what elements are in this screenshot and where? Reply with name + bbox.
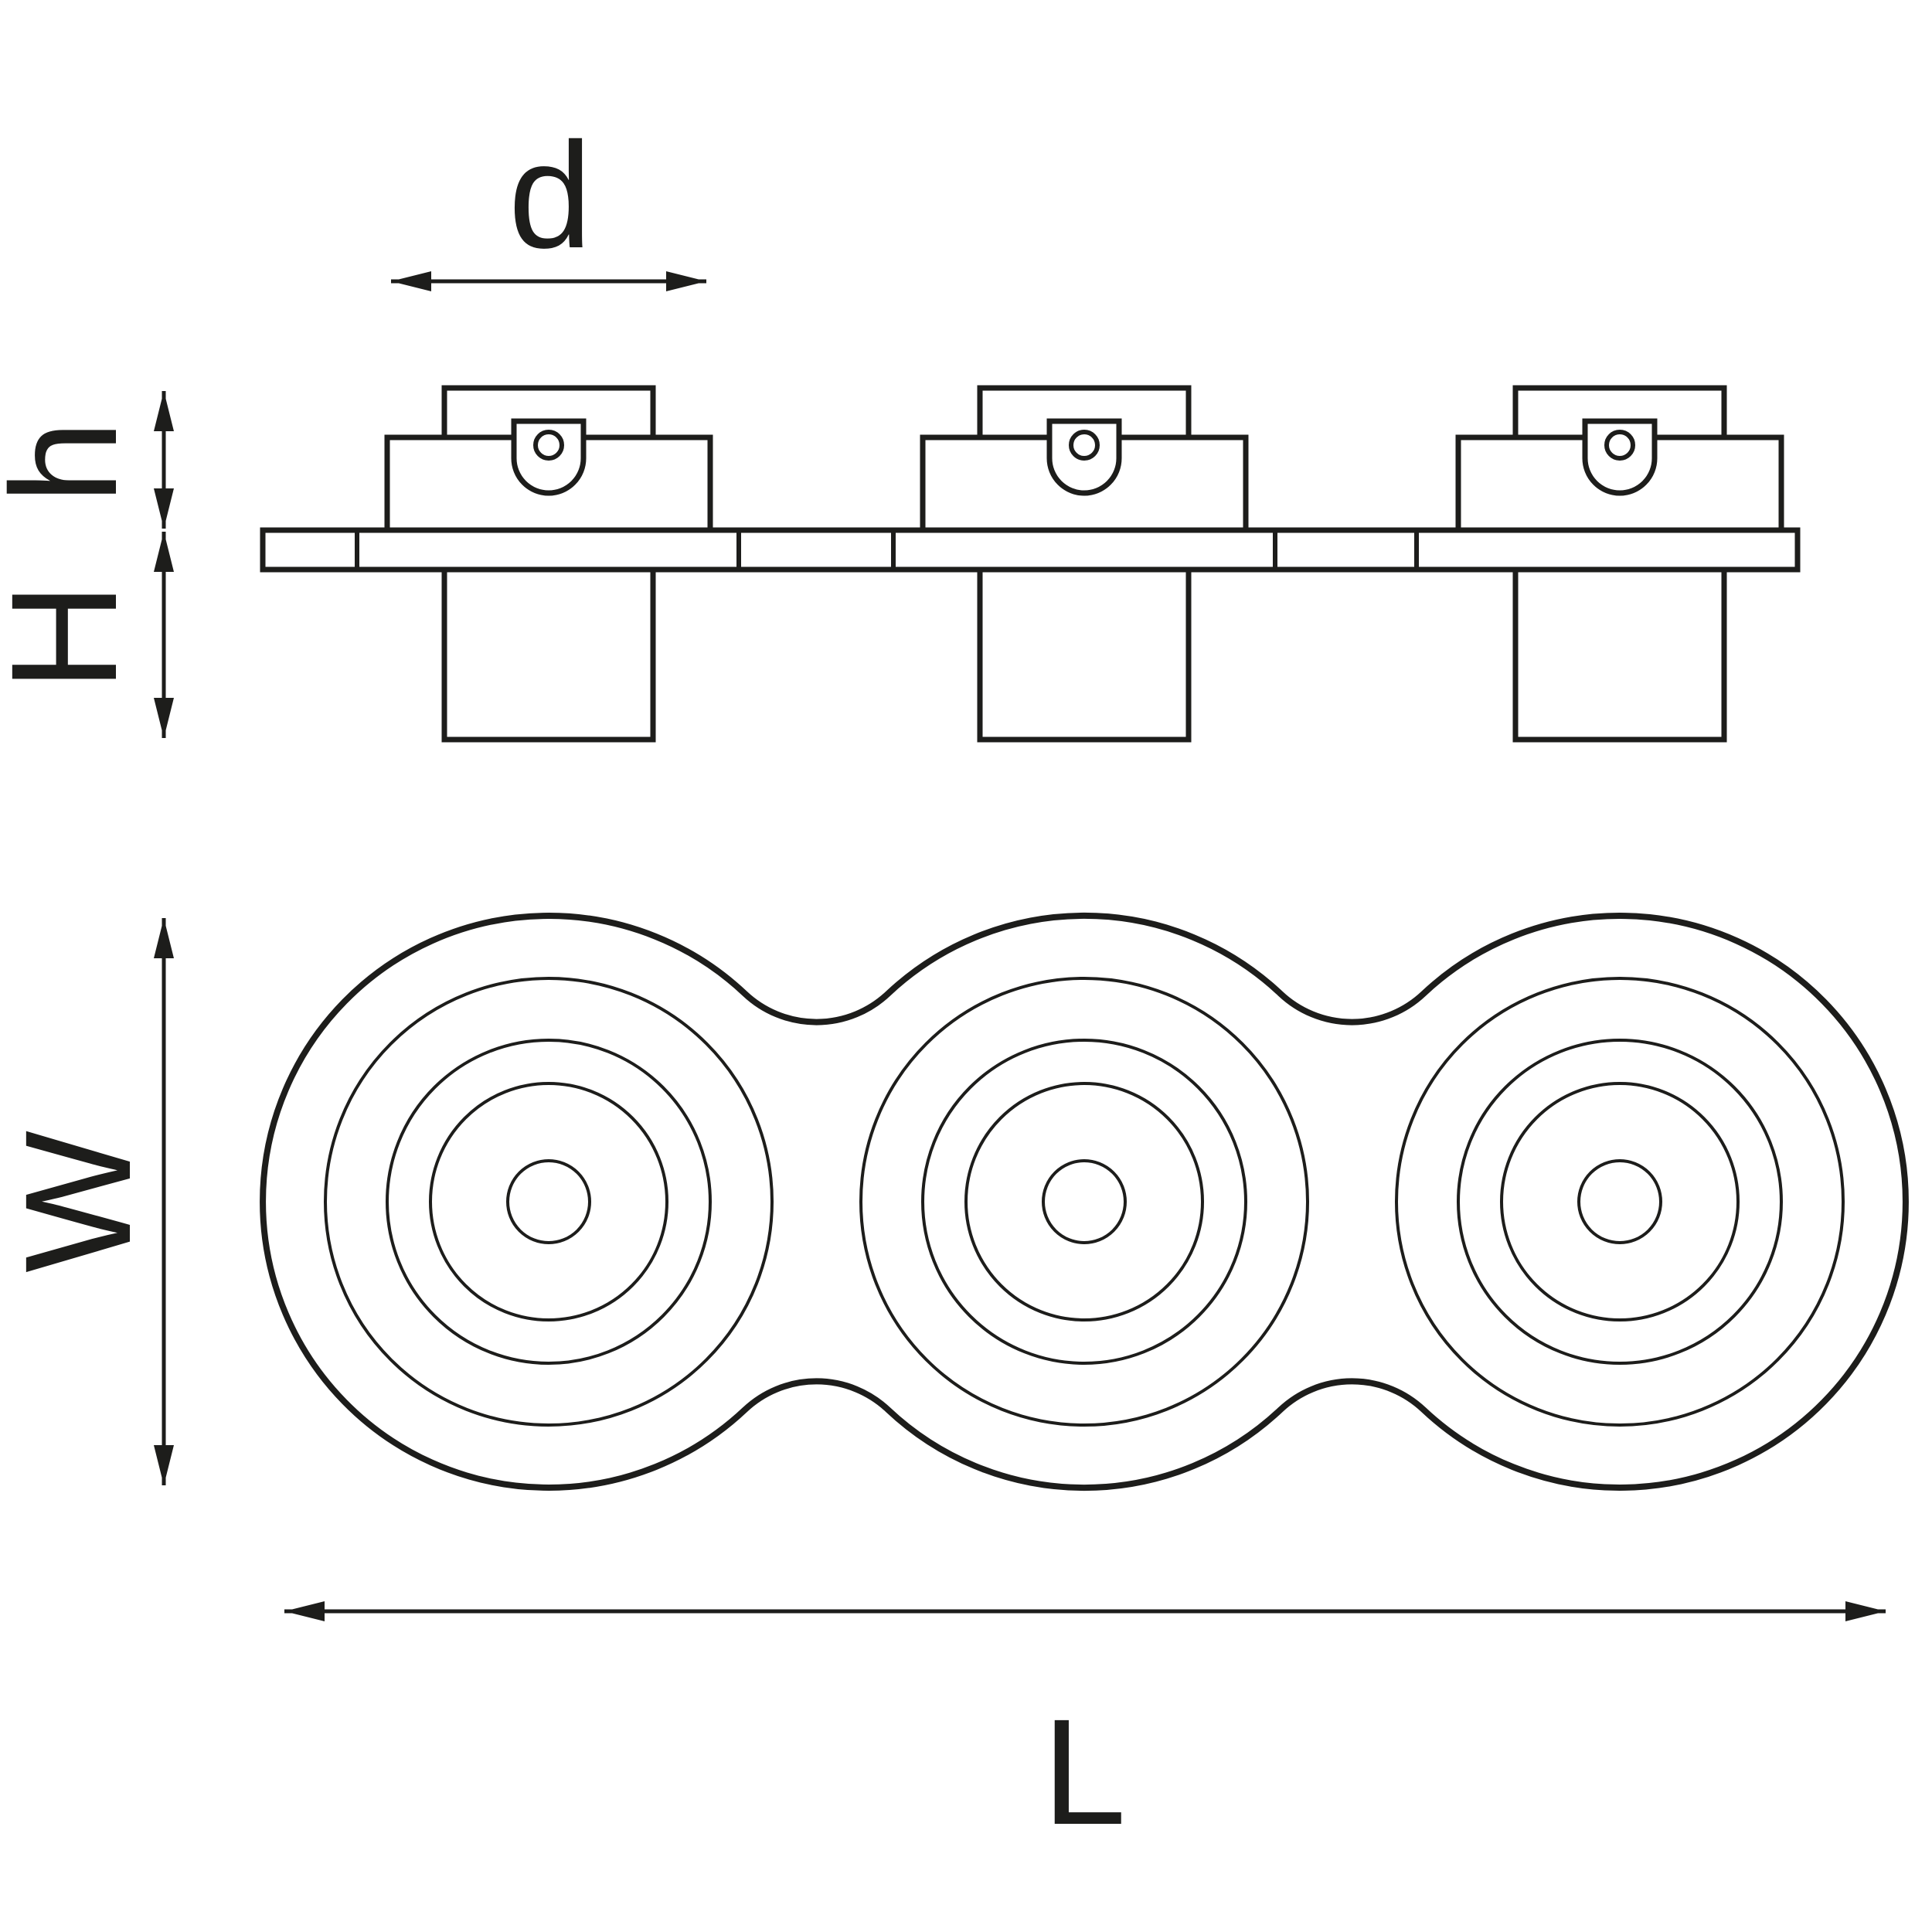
tab-hole xyxy=(1604,430,1635,461)
plan-lamp-center xyxy=(1042,1159,1127,1244)
spot-unit-side-3 xyxy=(1455,385,1784,533)
dimension-label-H: H xyxy=(0,583,148,692)
plan-ring-3 xyxy=(964,1082,1204,1321)
tab-hole xyxy=(533,430,564,461)
dimension-label-d: d xyxy=(509,111,592,280)
tab-hole xyxy=(1069,430,1100,461)
dimension-H: H xyxy=(0,532,174,738)
dimension-label-W: W xyxy=(0,1131,162,1273)
dimension-d: d xyxy=(391,111,706,291)
plan-ring-1 xyxy=(859,977,1309,1427)
housing-outline-3 xyxy=(1512,566,1727,743)
plan-view xyxy=(260,913,1909,1491)
dimension-W: W xyxy=(0,918,174,1485)
plan-lamp-center xyxy=(1577,1159,1662,1244)
plan-ring-2 xyxy=(1457,1039,1783,1365)
dimension-h: h xyxy=(0,391,174,529)
side-view xyxy=(260,385,1801,743)
plan-ring-1 xyxy=(324,977,774,1427)
faceplate-outline xyxy=(260,913,1909,1491)
spot-unit-plan-2 xyxy=(859,977,1309,1427)
dimensions: d h H W L xyxy=(0,111,1886,1856)
plan-lamp-center xyxy=(506,1159,591,1244)
dimension-L: L xyxy=(284,1601,1886,1856)
spot-unit-plan-1 xyxy=(324,977,774,1427)
spot-unit-side-2 xyxy=(920,385,1249,533)
plan-ring-3 xyxy=(429,1082,668,1321)
spot-unit-side-1 xyxy=(384,385,713,533)
plan-ring-2 xyxy=(386,1039,712,1365)
housing-outline-1 xyxy=(441,566,656,743)
plan-ring-2 xyxy=(921,1039,1247,1365)
spot-unit-plan-3 xyxy=(1395,977,1845,1427)
mounting-plate xyxy=(260,527,1801,573)
dimension-label-L: L xyxy=(1043,1688,1126,1856)
dimension-label-h: h xyxy=(0,420,148,504)
housing-outline-2 xyxy=(977,566,1192,743)
plan-ring-3 xyxy=(1500,1082,1740,1321)
plan-ring-1 xyxy=(1395,977,1845,1427)
